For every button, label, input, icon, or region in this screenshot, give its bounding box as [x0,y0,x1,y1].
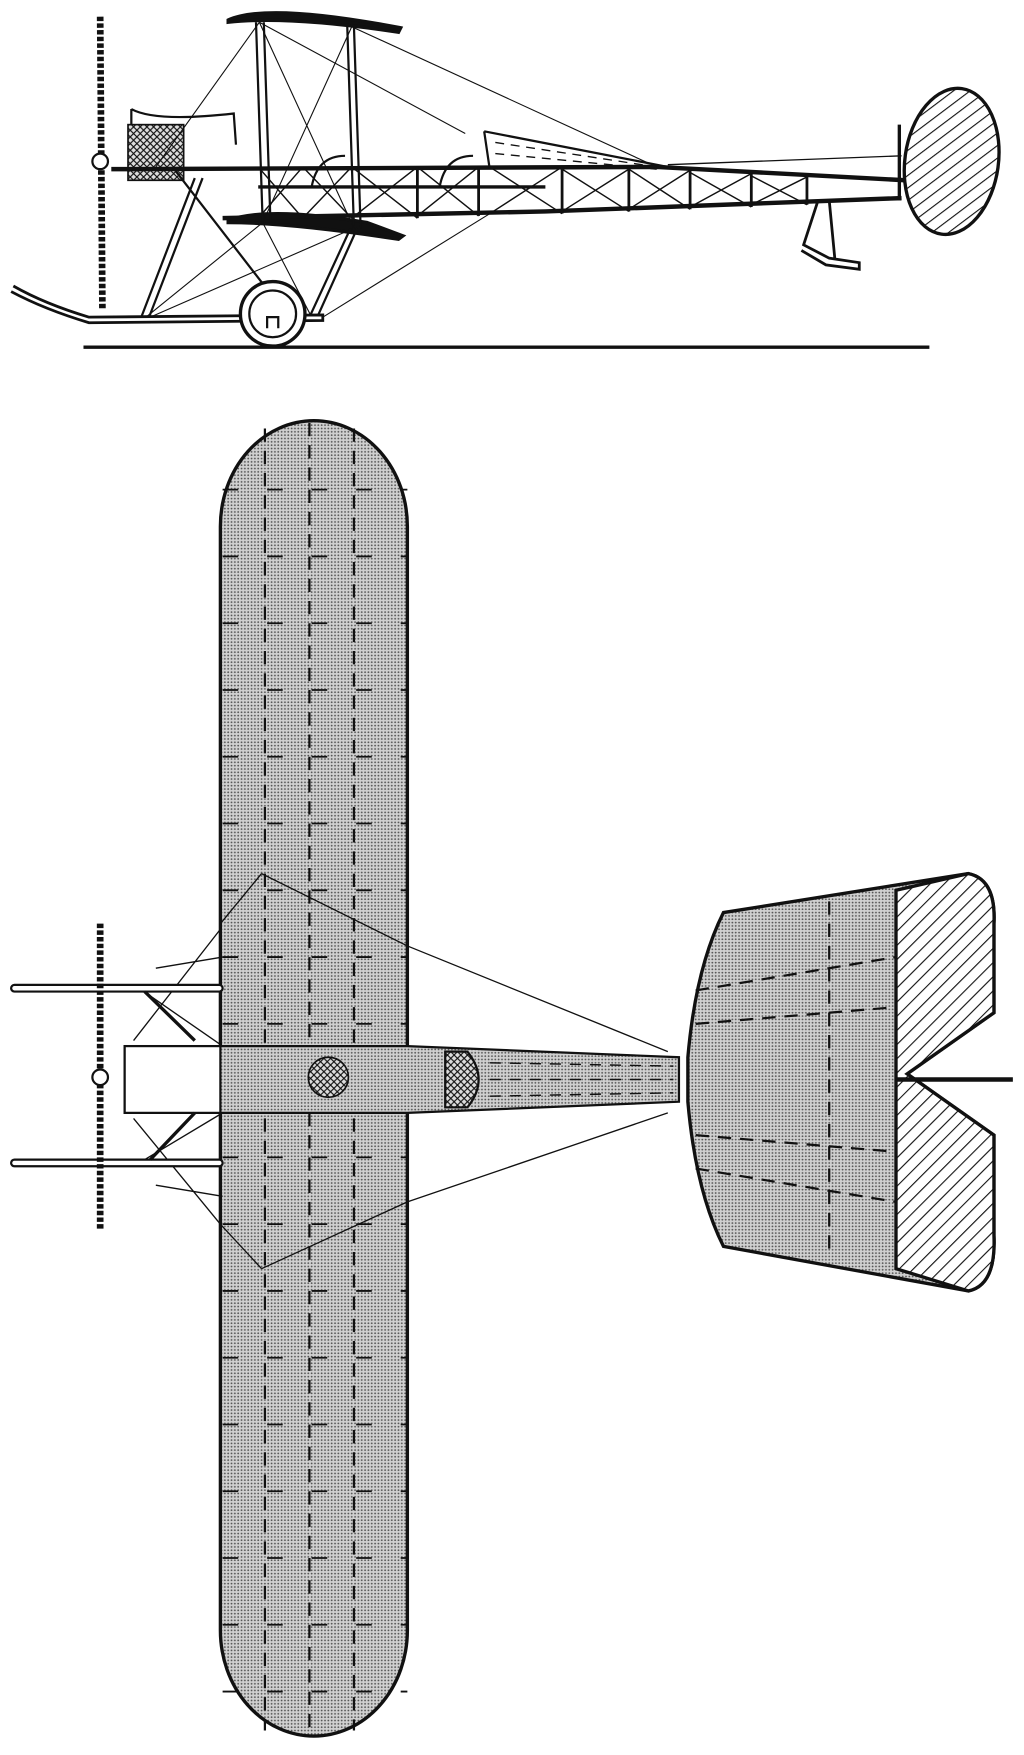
tail-skid [800,199,861,271]
propeller-hub [91,152,110,171]
propeller [96,16,106,309]
cockpit-opening [444,1050,480,1109]
tail-wire [667,155,902,166]
rudder [902,86,1001,237]
pilot-seat [307,1056,350,1099]
elevator [894,871,996,1293]
top-skids [10,983,224,1168]
top-view [10,418,1013,1738]
nose [123,1044,222,1114]
undercarriage-struts [138,166,359,324]
wheel-hub [266,316,280,329]
rear-decking [483,130,669,170]
fuselage-bracing [257,166,809,219]
cowling [130,108,238,145]
side-view [10,11,1001,349]
wing-struts [254,22,362,229]
cockpit [310,154,474,188]
wheel-rim [248,289,298,339]
fuselage-bottom [222,195,902,221]
top-propeller-hub [91,1068,110,1087]
upper-wing [226,11,404,35]
bracing-wires [138,21,657,324]
